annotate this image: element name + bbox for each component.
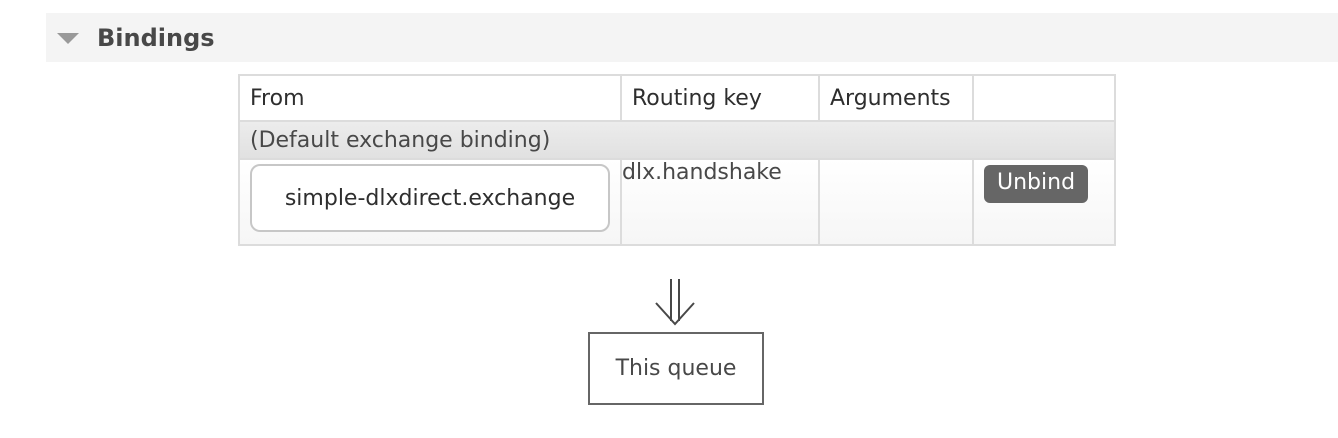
- action-cell: Unbind: [972, 158, 1116, 246]
- column-header-arguments: Arguments: [818, 74, 974, 122]
- table-header-row: From Routing key Arguments: [238, 74, 1116, 122]
- bindings-section-header[interactable]: Bindings: [46, 13, 1338, 62]
- from-cell: simple-dlxdirect.exchange: [238, 158, 622, 246]
- group-label: (Default exchange binding): [238, 120, 1116, 160]
- triangle-down-icon[interactable]: [57, 33, 79, 44]
- section-title: Bindings: [97, 24, 215, 52]
- bindings-table: From Routing key Arguments (Default exch…: [238, 74, 1116, 246]
- column-header-routing-key: Routing key: [620, 74, 820, 122]
- table-row: simple-dlxdirect.exchange dlx.handshake …: [238, 158, 1116, 246]
- column-header-action: [972, 74, 1116, 122]
- unbind-button[interactable]: Unbind: [984, 165, 1089, 203]
- arguments-cell: [818, 158, 974, 246]
- this-queue-box: This queue: [588, 332, 764, 405]
- exchange-link[interactable]: simple-dlxdirect.exchange: [250, 164, 610, 232]
- double-arrow-down-icon: [652, 277, 700, 327]
- column-header-from: From: [238, 74, 622, 122]
- routing-key-cell: dlx.handshake: [620, 158, 820, 246]
- group-row: (Default exchange binding): [238, 120, 1116, 160]
